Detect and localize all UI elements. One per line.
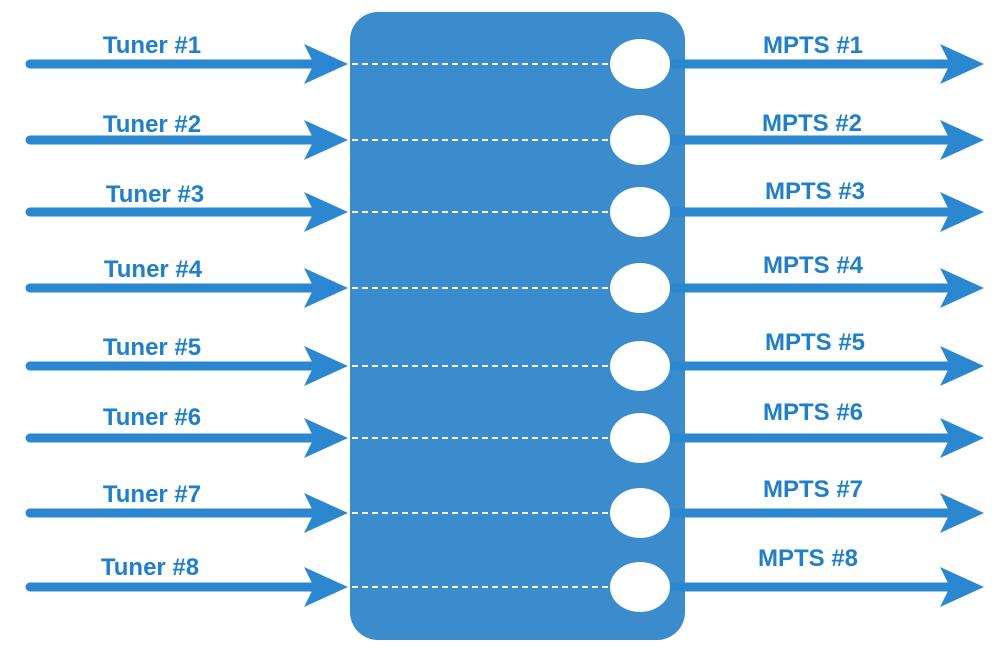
output-arrow <box>663 44 984 84</box>
input-label: Tuner #7 <box>103 481 201 508</box>
mux-box <box>350 12 685 640</box>
input-label: Tuner #4 <box>104 256 203 283</box>
output-label: MPTS #5 <box>765 329 865 356</box>
output-port <box>610 39 670 89</box>
output-arrow <box>663 346 984 386</box>
output-port <box>610 562 670 612</box>
output-label: MPTS #7 <box>763 476 863 503</box>
input-arrow <box>25 567 348 607</box>
input-label: Tuner #1 <box>103 32 201 59</box>
output-port <box>610 341 670 391</box>
output-arrow <box>663 268 984 308</box>
input-label: Tuner #8 <box>101 554 199 581</box>
output-arrow <box>663 567 984 607</box>
input-label: Tuner #6 <box>103 404 201 431</box>
input-arrow <box>25 418 348 458</box>
output-label: MPTS #3 <box>765 178 865 205</box>
output-arrow <box>663 418 984 458</box>
output-label: MPTS #4 <box>763 252 864 279</box>
output-arrow <box>663 493 984 533</box>
input-arrow <box>25 493 348 533</box>
output-port <box>610 187 670 237</box>
input-label: Tuner #3 <box>106 181 204 208</box>
output-label: MPTS #1 <box>763 32 863 59</box>
output-port <box>610 488 670 538</box>
input-label: Tuner #5 <box>103 334 201 361</box>
output-port <box>610 115 670 165</box>
input-label: Tuner #2 <box>103 111 201 138</box>
input-arrow <box>25 192 348 232</box>
output-port <box>610 263 670 313</box>
input-arrow <box>25 346 348 386</box>
input-arrow <box>25 120 348 160</box>
output-arrow <box>663 120 984 160</box>
output-label: MPTS #2 <box>762 110 862 137</box>
input-arrow <box>25 268 348 308</box>
output-port <box>610 413 670 463</box>
output-label: MPTS #6 <box>763 399 863 426</box>
signal-rows: Tuner #1 MPTS #1 Tuner #2 MPTS #2 Tuner #3 MP… <box>25 32 984 612</box>
input-arrow <box>25 44 348 84</box>
output-arrow <box>663 192 984 232</box>
output-label: MPTS #8 <box>758 545 858 572</box>
